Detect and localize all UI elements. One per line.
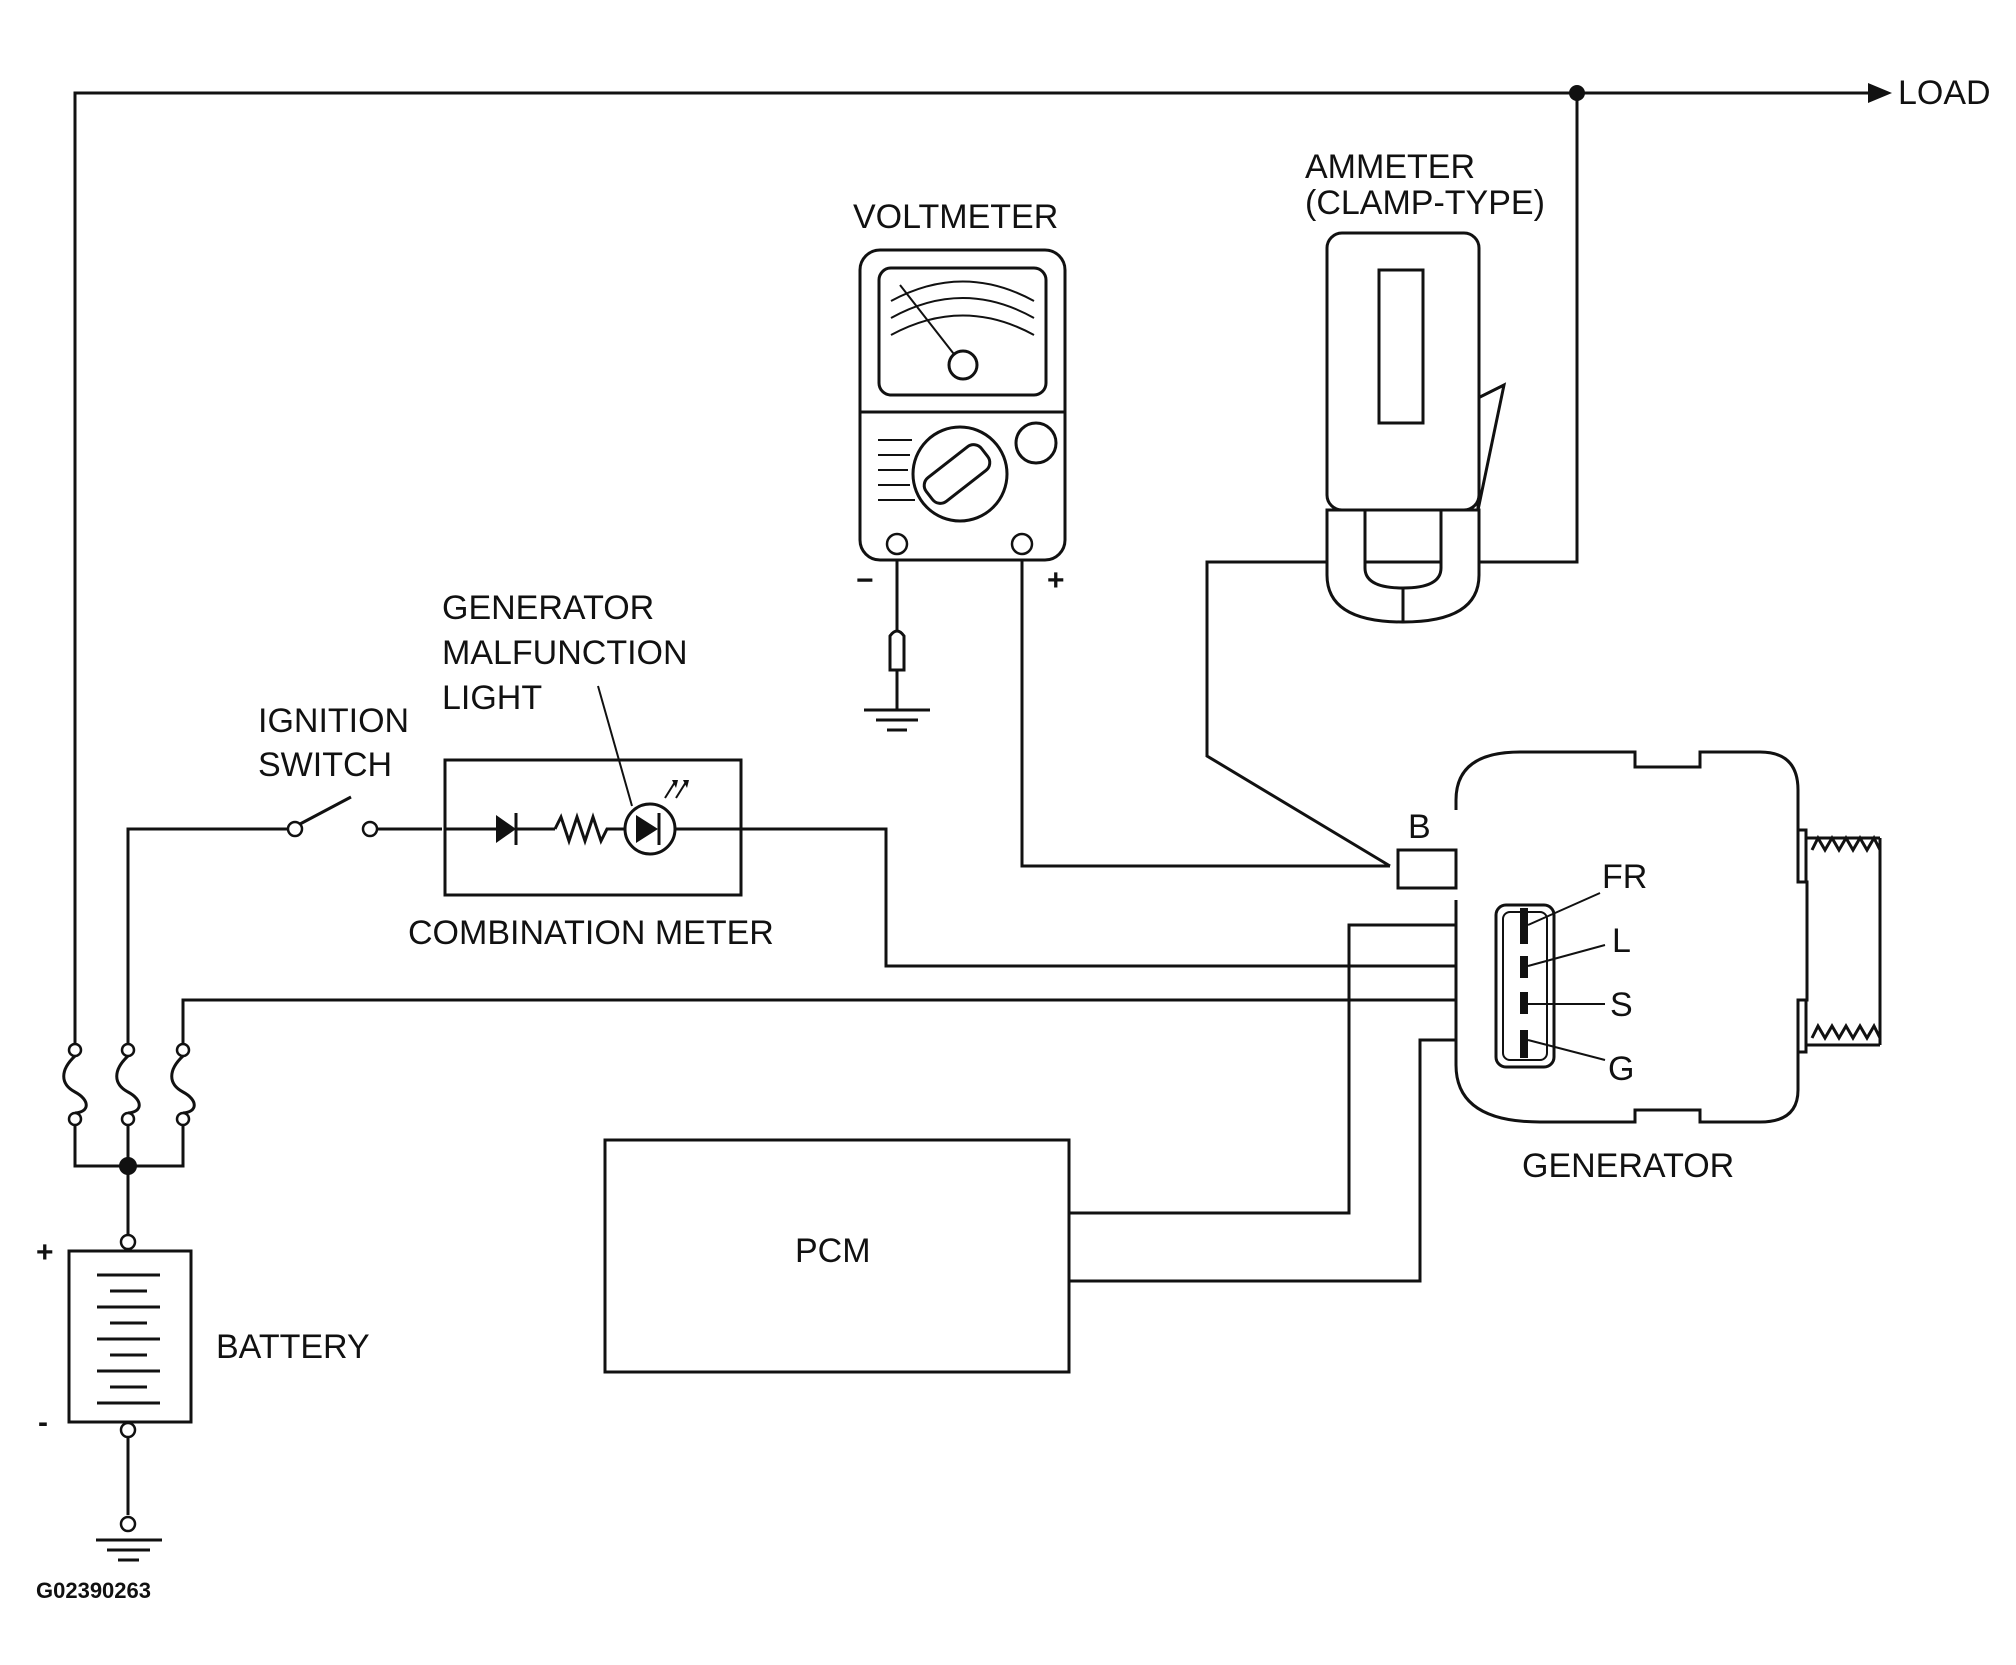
battery-ground-icon [96,1515,162,1562]
terminal-s-label: S [1610,986,1633,1024]
fuse-3 [170,1042,196,1127]
battery-symbol [67,1233,193,1439]
malfunction-light-label-line-1: GENERATOR [442,589,654,627]
battery-label: BATTERY [216,1328,370,1366]
ignition-switch-icon [286,795,379,838]
figure-id: G02390263 [36,1578,151,1603]
fuse-2 [115,1042,141,1127]
battery-plus-label: + [36,1236,54,1269]
terminal-g-label: G [1608,1050,1634,1088]
ammeter-label-line-1: AMMETER [1305,148,1475,186]
voltmeter-label: VOLTMETER [853,198,1058,236]
voltmeter-minus-label: − [856,564,874,597]
load-label: LOAD [1898,74,1991,112]
ammeter-label-line-2: (CLAMP-TYPE) [1305,184,1545,222]
terminal-leader-lines [1527,892,1606,1061]
pcm-box [603,1138,1071,1374]
terminal-fr-label: FR [1602,858,1647,896]
pcm-label: PCM [795,1232,871,1270]
ignition-switch-label-line-1: IGNITION [258,702,409,740]
malfunction-light-label-line-3: LIGHT [442,679,542,717]
voltmeter-plus-label: + [1047,564,1065,597]
generator-label: GENERATOR [1522,1147,1734,1185]
terminal-l-label: L [1612,922,1631,960]
combination-meter-box [443,758,743,897]
resistor-icon [553,812,625,846]
load-arrow-icon [1868,83,1892,103]
voltmeter-probe-ground-icon [864,629,930,732]
battery-minus-label: - [38,1406,48,1439]
fuse-1 [62,1042,88,1127]
malfunction-light-label-line-2: MALFUNCTION [442,634,688,672]
terminal-b-label: B [1408,808,1431,846]
malfunction-lamp-icon [623,780,741,856]
generator-body [1396,750,1882,1124]
voltmeter-device [858,248,1067,562]
diode-icon [445,813,555,845]
malfunction-leader-line [597,685,633,807]
pulley-belt-icon [1796,828,1882,1054]
ignition-switch-label-line-2: SWITCH [258,746,392,784]
combination-meter-label: COMBINATION METER [408,914,774,952]
ammeter-device [1325,231,1507,624]
